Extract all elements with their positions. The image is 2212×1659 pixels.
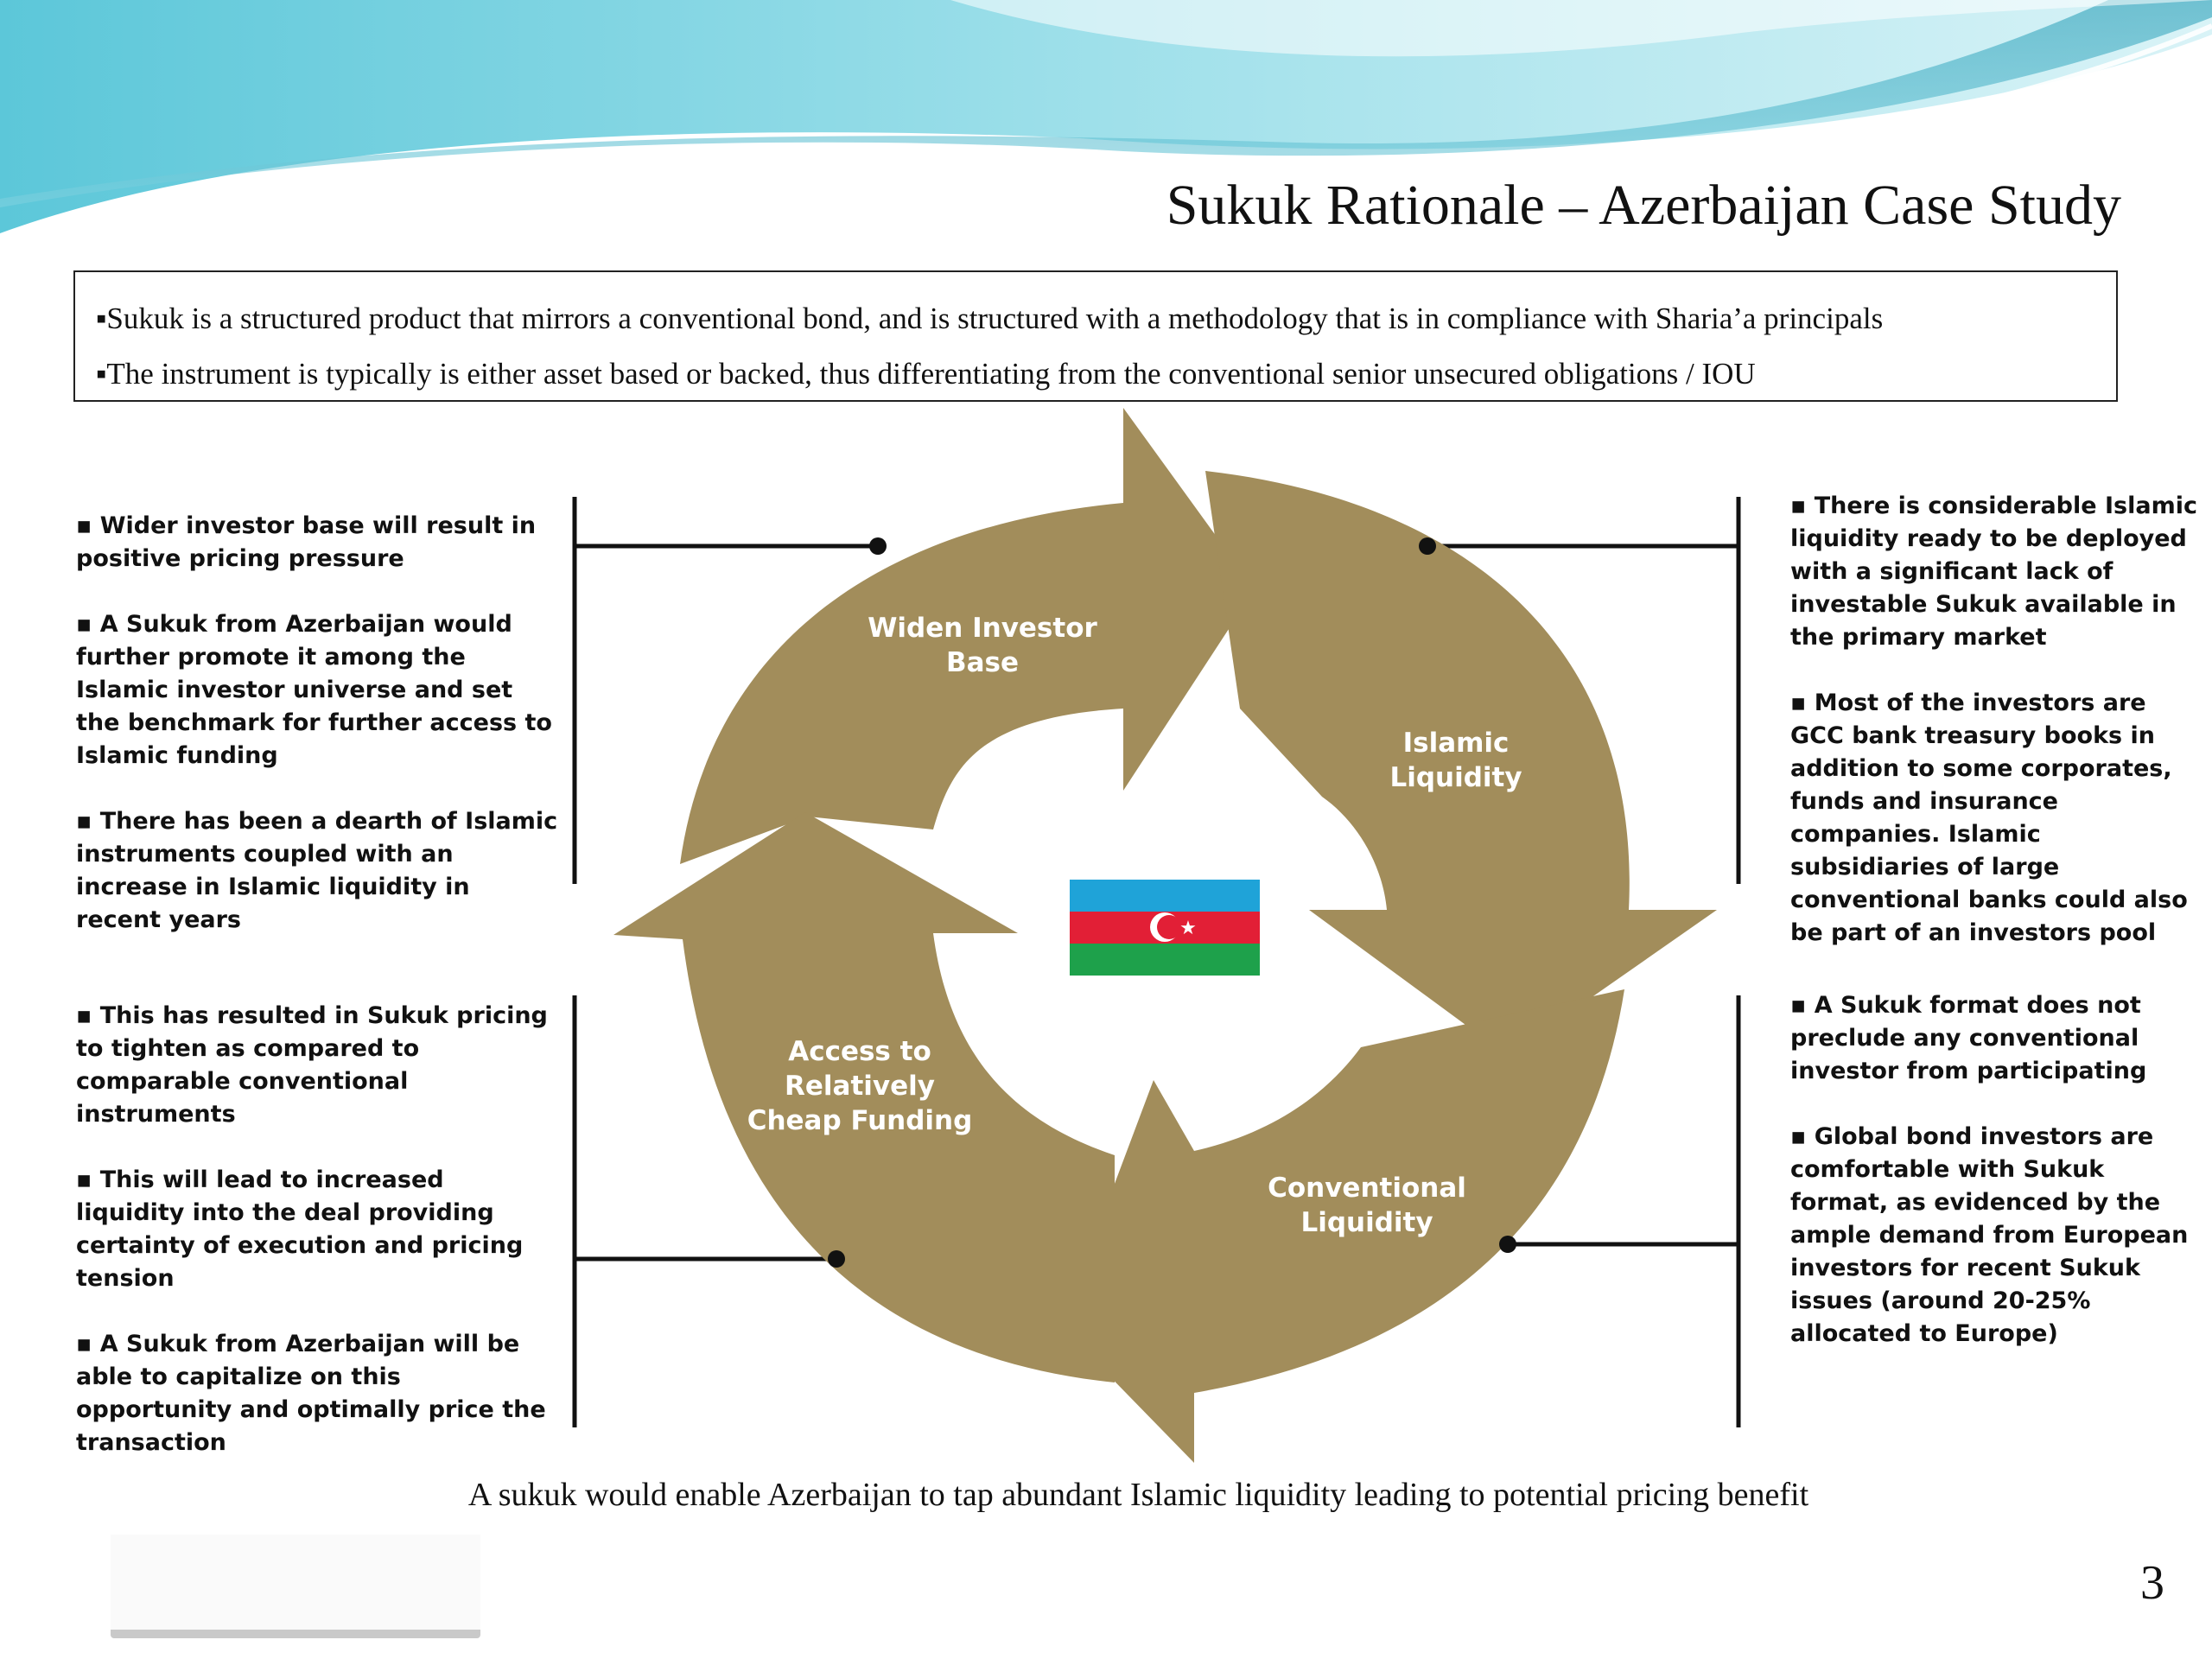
page-number: 3 [2140,1556,2164,1610]
arrow-islamic-liquidity [1205,471,1717,1056]
bullet-point: ▪ Global bond investors are comfortable … [1790,1123,2189,1347]
connector-dots [828,537,1516,1268]
bullet-point: ▪ A Sukuk from Azerbaijan would further … [76,611,552,769]
bullet-point: ▪ There has been a dearth of Islamic ins… [76,808,558,933]
label-access-cheap-funding: Access to [788,1036,931,1067]
intro-bullet: ▪The instrument is typically is either a… [96,357,1756,391]
label-access-cheap-funding: Cheap Funding [747,1105,973,1136]
bullet-point: ▪ This will lead to increased liquidity … [76,1166,524,1292]
left-top-points: ▪ Wider investor base will result in pos… [76,510,560,969]
bullet-point: ▪ Wider investor base will result in pos… [76,512,537,572]
label-access-cheap-funding: Relatively [785,1071,935,1102]
arrow-conventional-liquidity [1061,989,1624,1463]
bullet-point: ▪ A Sukuk from Azerbaijan will be able t… [76,1331,546,1456]
svg-text:★: ★ [1179,918,1197,939]
blank-placeholder-box [111,1535,480,1638]
label-conventional-liquidity: Conventional [1268,1173,1466,1204]
arrow-widen-investor-base [680,408,1255,864]
cycle-arrows [613,408,1717,1463]
label-islamic-liquidity: Liquidity [1389,762,1522,793]
header-wave-decoration [0,0,2212,245]
azerbaijan-flag: ★ [1070,880,1260,976]
cycle-labels: Widen Investor Base Islamic Liquidity Co… [747,613,1522,1238]
left-bottom-points: ▪ This has resulted in Sukuk pricing to … [76,1000,560,1492]
bullet-point: ▪ This has resulted in Sukuk pricing to … [76,1002,548,1128]
bullet-point: ▪ A Sukuk format does not preclude any c… [1790,992,2147,1084]
bullet-point: ▪ Most of the investors are GCC bank tre… [1790,690,2188,946]
connector-lines [572,497,1741,1427]
intro-box: ▪Sukuk is a structured product that mirr… [73,270,2118,402]
label-widen-investor-base: Widen Investor [868,613,1097,644]
label-widen-investor-base: Base [946,647,1019,678]
right-top-points: ▪ There is considerable Islamic liquidit… [1790,490,2201,982]
caption: A sukuk would enable Azerbaijan to tap a… [467,1477,1809,1513]
label-islamic-liquidity: Islamic [1403,728,1510,759]
page-title: Sukuk Rationale – Azerbaijan Case Study [1166,174,2121,237]
right-bottom-points: ▪ A Sukuk format does not preclude any c… [1790,989,2201,1383]
label-conventional-liquidity: Liquidity [1300,1207,1433,1238]
intro-bullet: ▪Sukuk is a structured product that mirr… [96,302,1884,335]
bullet-point: ▪ There is considerable Islamic liquidit… [1790,493,2197,651]
arrow-access-cheap-funding [613,812,1115,1382]
